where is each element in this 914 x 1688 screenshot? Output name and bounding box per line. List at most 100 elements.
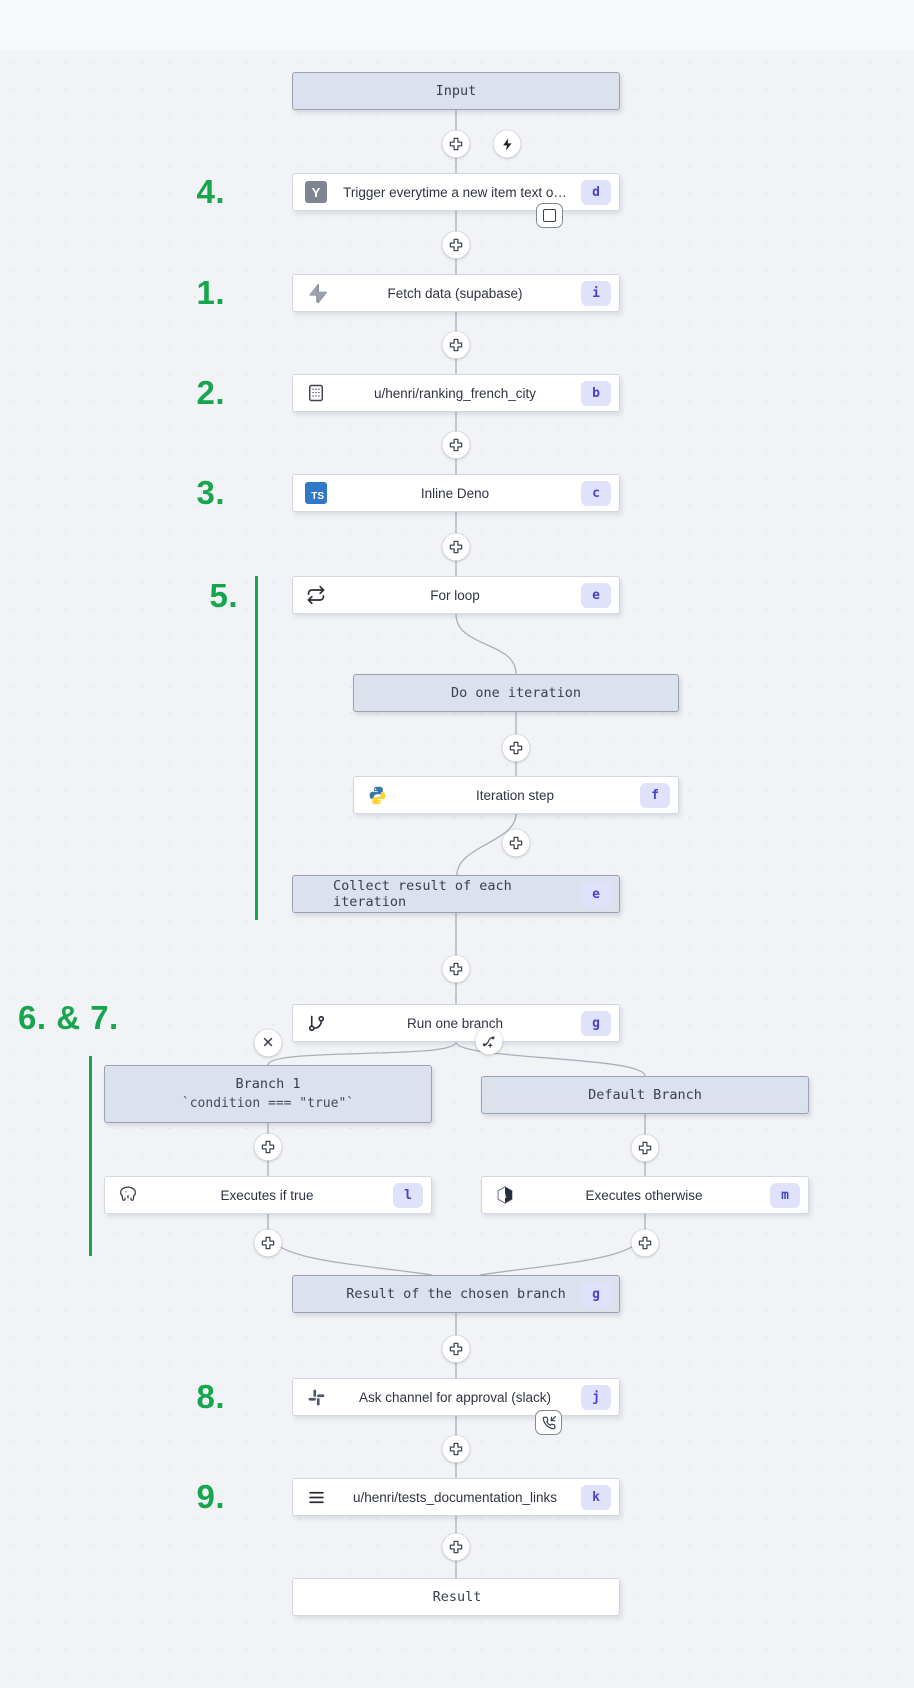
plus-icon <box>449 438 463 452</box>
branch1-node[interactable]: Branch 1 `condition === "true"` <box>104 1065 432 1123</box>
default-branch-node[interactable]: Default Branch <box>481 1076 809 1114</box>
step-tests-documentation-links[interactable]: u/henri/tests_documentation_links k <box>292 1478 620 1516</box>
bash-icon: $ <box>492 1185 518 1205</box>
add-step-button[interactable] <box>442 431 470 459</box>
square-stop-icon <box>543 209 556 222</box>
step-label: Run one branch <box>406 1015 504 1031</box>
step-ranking-french-city[interactable]: u/henri/ranking_french_city b <box>292 374 620 412</box>
add-step-button[interactable] <box>502 829 530 857</box>
step-badge: i <box>581 280 611 306</box>
add-step-button[interactable] <box>442 231 470 259</box>
step-badge: b <box>581 380 611 406</box>
do-one-iteration-node[interactable]: Do one iteration <box>353 674 679 712</box>
branch1-condition: `condition === "true"` <box>181 1096 355 1111</box>
lightning-icon <box>502 138 512 150</box>
do-one-iteration-label: Do one iteration <box>450 685 582 701</box>
result-label: Result <box>432 1589 482 1605</box>
add-step-button[interactable] <box>442 1533 470 1561</box>
plus-icon <box>449 338 463 352</box>
plus-icon <box>261 1236 275 1250</box>
step-executes-if-true[interactable]: Executes if true l <box>104 1176 432 1214</box>
add-step-button[interactable] <box>631 1134 659 1162</box>
step-inline-deno[interactable]: TS Inline Deno c <box>292 474 620 512</box>
plus-icon <box>449 1342 463 1356</box>
step-label: Iteration step <box>475 787 555 803</box>
x-icon: ✕ <box>261 1034 275 1052</box>
step-badge: k <box>581 1484 611 1510</box>
step-iteration[interactable]: Iteration step f <box>353 776 679 814</box>
add-step-button[interactable] <box>442 1435 470 1463</box>
step-label: Trigger everytime a new item text o… <box>343 184 567 200</box>
annotation-8: 8. <box>196 1378 225 1415</box>
plus-icon <box>261 1140 275 1154</box>
add-trigger-button[interactable] <box>493 130 521 158</box>
annotation-4: 4. <box>196 173 225 210</box>
svg-text:$: $ <box>503 1194 507 1200</box>
input-label: Input <box>435 83 477 99</box>
hacker-news-icon: Y <box>303 181 329 203</box>
plus-icon <box>638 1236 652 1250</box>
plus-icon <box>509 836 523 850</box>
suspend-button[interactable] <box>535 1410 562 1435</box>
step-label: Fetch data (supabase) <box>387 285 523 301</box>
branch-plus-icon <box>482 1036 495 1048</box>
branch1-title: Branch 1 <box>235 1076 301 1092</box>
add-branch-button[interactable] <box>475 1027 503 1055</box>
step-badge: g <box>581 1010 611 1036</box>
plus-icon <box>449 137 463 151</box>
step-badge: f <box>640 782 670 808</box>
step-run-one-branch[interactable]: Run one branch g <box>292 1004 620 1042</box>
step-label: u/henri/tests_documentation_links <box>352 1489 558 1505</box>
plus-icon <box>449 1540 463 1554</box>
grid-keypad-icon <box>303 383 329 403</box>
annotation-2: 2. <box>196 374 225 411</box>
plus-icon <box>449 540 463 554</box>
supabase-icon <box>303 283 329 304</box>
postgresql-icon <box>115 1185 141 1205</box>
chosen-branch-result-label: Result of the chosen branch <box>346 1286 566 1302</box>
step-label: Executes otherwise <box>585 1187 703 1203</box>
step-trigger[interactable]: Y Trigger everytime a new item text o… d <box>292 173 620 211</box>
add-step-button[interactable] <box>442 331 470 359</box>
step-label: u/henri/ranking_french_city <box>373 385 537 401</box>
step-fetch-data[interactable]: Fetch data (supabase) i <box>292 274 620 312</box>
add-step-button[interactable] <box>254 1133 282 1161</box>
chosen-branch-result-badge: g <box>581 1282 611 1307</box>
slack-icon <box>303 1388 329 1407</box>
step-badge: m <box>770 1182 800 1208</box>
step-label: Executes if true <box>220 1187 314 1203</box>
early-stop-button[interactable] <box>536 203 563 228</box>
annotation-line-5 <box>255 576 258 920</box>
collect-result-label: Collect result of each iteration <box>333 878 512 910</box>
annotation-line-6-7 <box>89 1056 92 1256</box>
chosen-branch-result-node[interactable]: Result of the chosen branch g <box>292 1275 620 1313</box>
phone-incoming-icon <box>542 1415 556 1429</box>
step-badge: d <box>581 179 611 205</box>
annotation-6-7: 6. & 7. <box>18 999 119 1036</box>
menu-lines-icon <box>303 1488 329 1507</box>
collect-result-node[interactable]: Collect result of each iteration e <box>292 875 620 913</box>
input-node[interactable]: Input <box>292 72 620 110</box>
add-step-button[interactable] <box>502 734 530 762</box>
plus-icon <box>509 741 523 755</box>
remove-branch-button[interactable]: ✕ <box>254 1029 282 1057</box>
step-label: Inline Deno <box>420 485 490 501</box>
add-step-button[interactable] <box>254 1229 282 1257</box>
add-step-button[interactable] <box>442 955 470 983</box>
python-icon <box>364 785 390 806</box>
step-for-loop[interactable]: For loop e <box>292 576 620 614</box>
plus-icon <box>449 238 463 252</box>
step-executes-otherwise[interactable]: $ Executes otherwise m <box>481 1176 809 1214</box>
step-ask-approval[interactable]: Ask channel for approval (slack) j <box>292 1378 620 1416</box>
add-step-button[interactable] <box>442 1335 470 1363</box>
result-node[interactable]: Result <box>292 1578 620 1616</box>
step-badge: j <box>581 1384 611 1410</box>
step-badge: e <box>581 582 611 608</box>
add-step-button[interactable] <box>442 130 470 158</box>
plus-icon <box>449 1442 463 1456</box>
default-branch-label: Default Branch <box>588 1087 702 1103</box>
annotation-5: 5. <box>209 577 238 614</box>
collect-result-badge: e <box>581 882 611 907</box>
add-step-button[interactable] <box>442 533 470 561</box>
add-step-button[interactable] <box>631 1229 659 1257</box>
